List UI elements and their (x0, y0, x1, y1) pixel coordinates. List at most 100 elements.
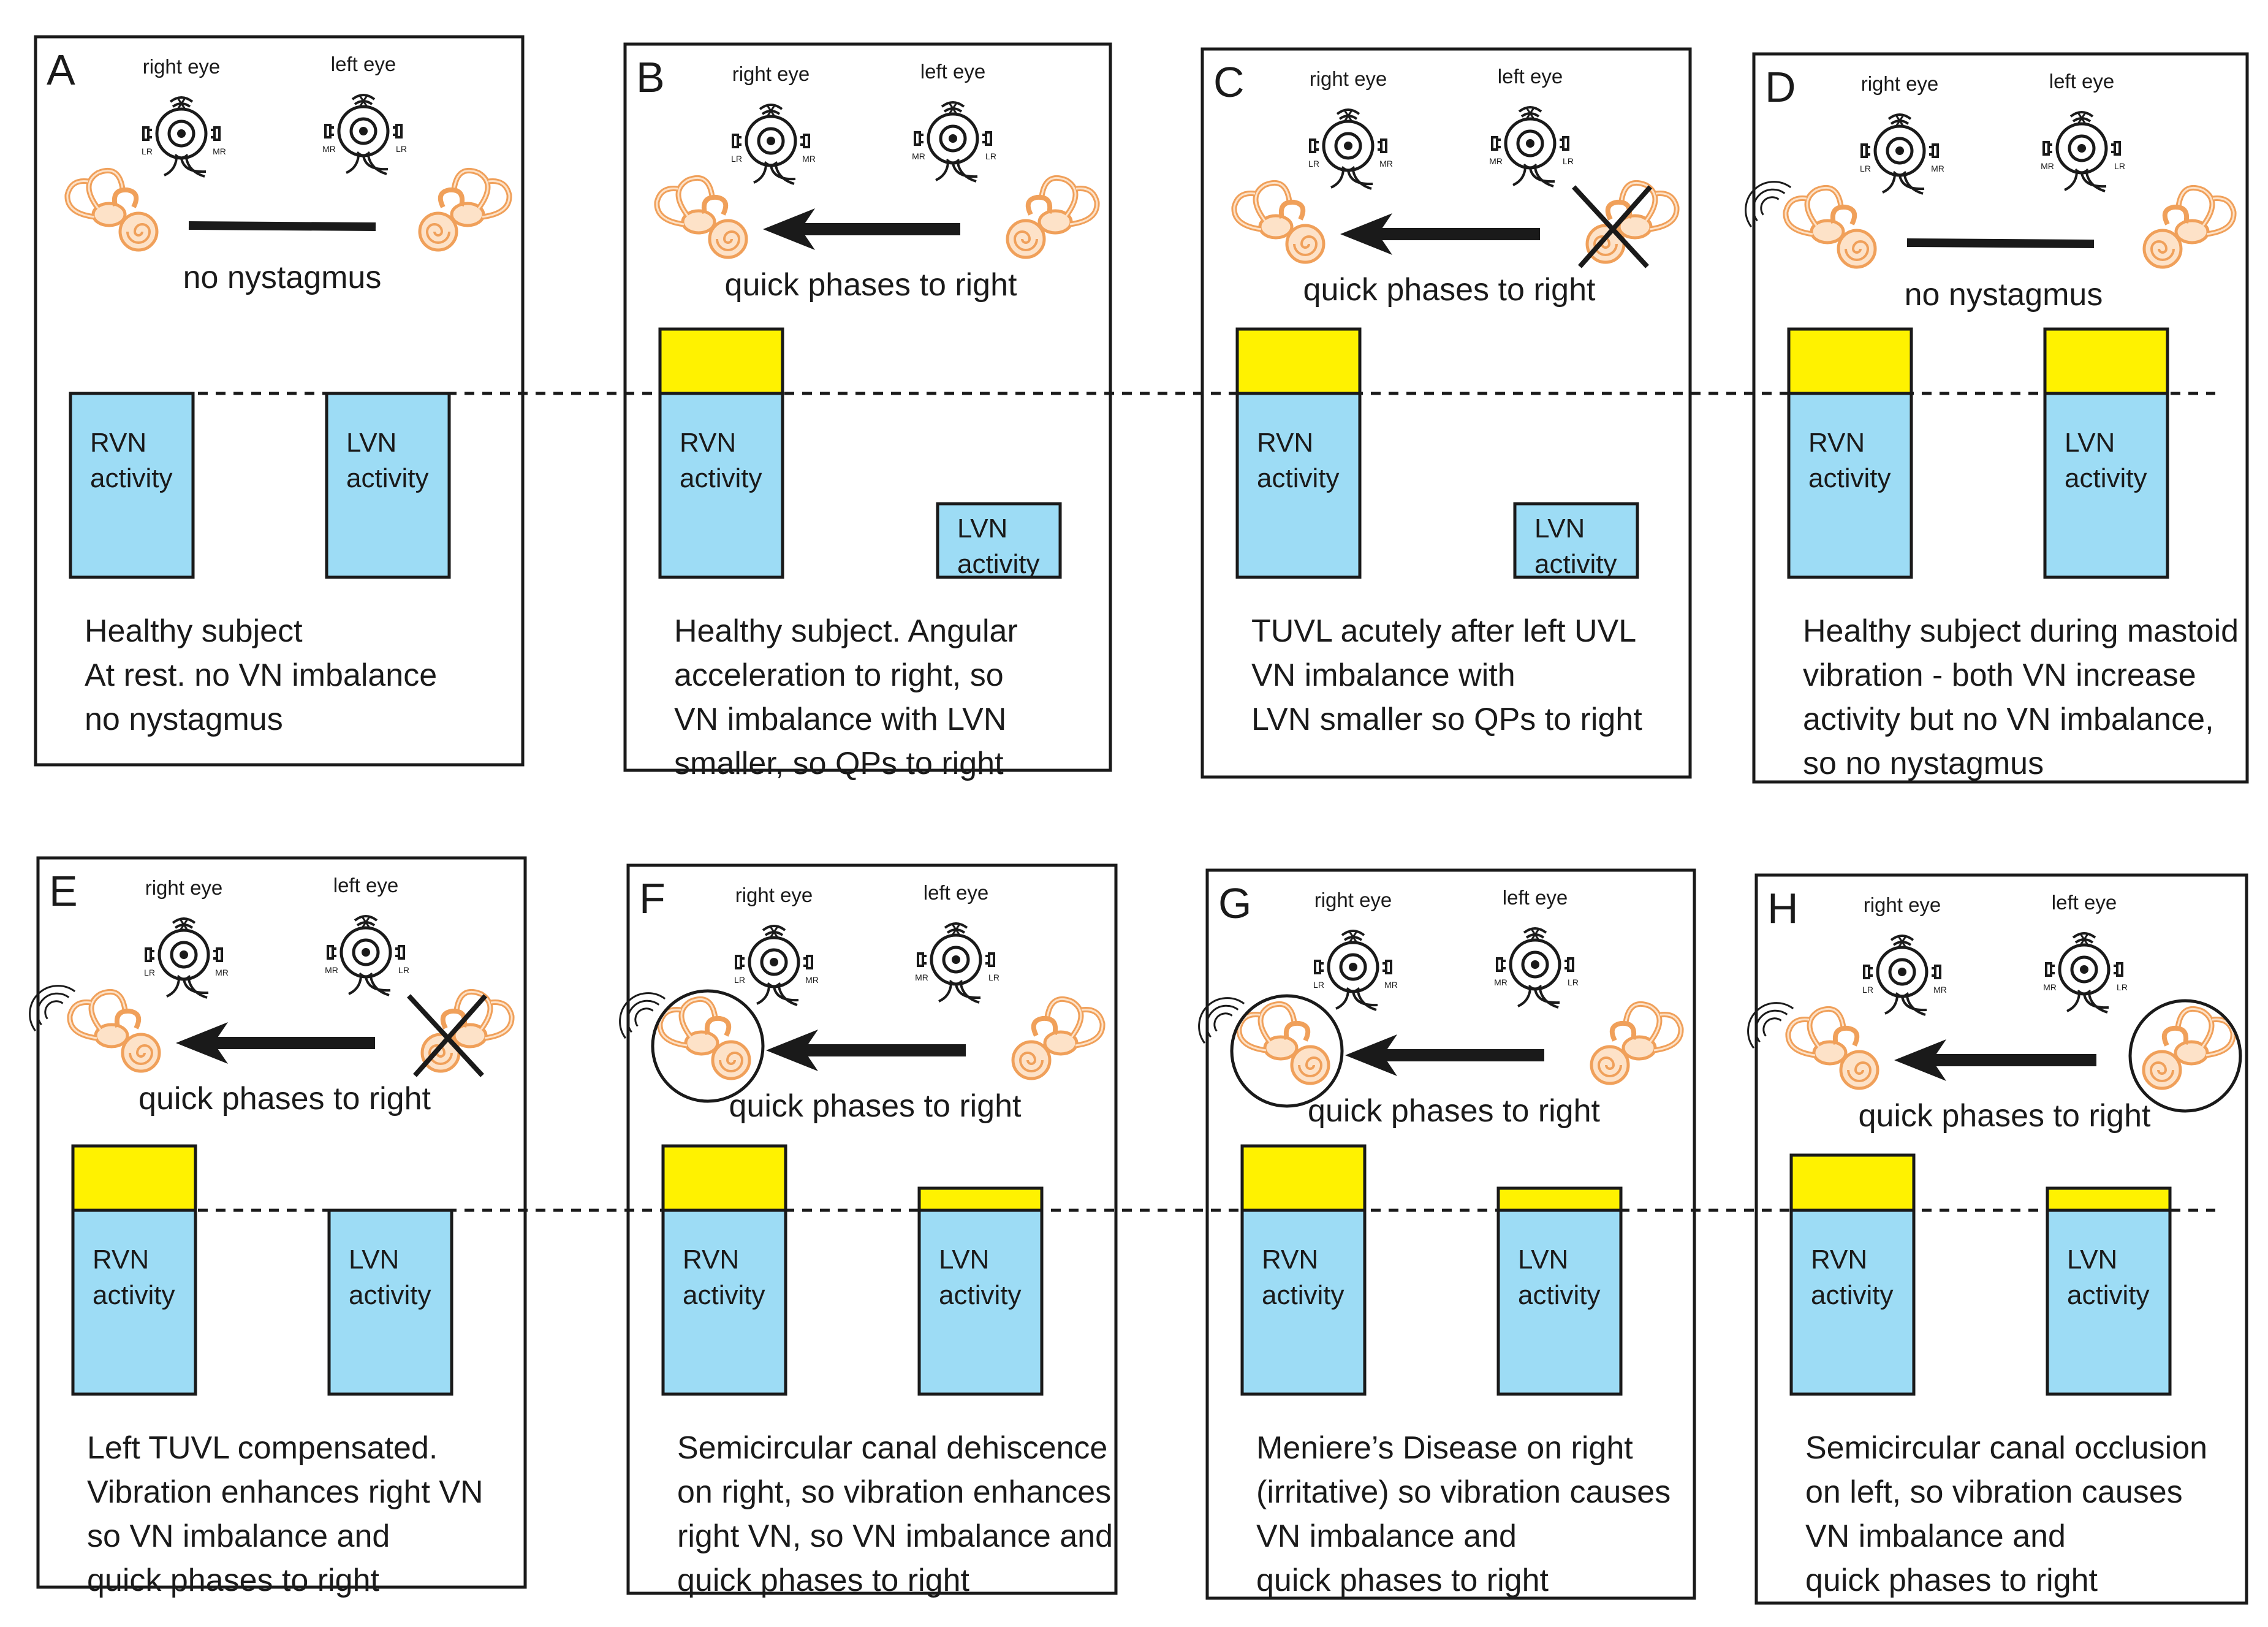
vibration-icon (29, 985, 76, 1032)
quick-phase-arrow-icon (1345, 1034, 1544, 1076)
optic-nerve (935, 162, 978, 183)
posterior-canal-inner (2205, 1018, 2234, 1056)
lvn-increase-bar (1496, 1186, 1623, 1212)
balance-line (1906, 238, 2095, 248)
muscle-label: MR (1379, 159, 1393, 169)
quick-phase-arrow-icon (1340, 213, 1540, 255)
lesion-cross (407, 994, 484, 1077)
nystagmus-label: no nystagmus (183, 260, 382, 295)
caption-line: Healthy subject during mastoid (1803, 613, 2239, 649)
inner-ear-icon (1585, 180, 1680, 264)
panel-letter: F (639, 874, 666, 922)
cochlea-spiral (1845, 240, 1870, 261)
posterior-canal-inner (66, 180, 95, 218)
muscle-label: MR (912, 151, 925, 161)
left-eye-label: left eye (924, 881, 988, 904)
lvn-label: LVN (1518, 1245, 1568, 1275)
muscle-label: LR (988, 973, 999, 982)
panel-letter: B (636, 53, 665, 101)
right-eye-label: right eye (145, 876, 223, 899)
anterior-canal-inner (677, 176, 713, 216)
caption-line: quick phases to right (87, 1563, 379, 1598)
cochlea (711, 1040, 751, 1080)
left-eye-label: left eye (1498, 65, 1563, 88)
inner-ear-icon (1785, 1006, 1879, 1090)
cochlea (1011, 1040, 1052, 1080)
rvn-increase-bar (661, 1144, 787, 1212)
muscle-label: LR (1313, 980, 1324, 990)
caption-line: on right, so vibration enhances (677, 1474, 1111, 1510)
lvn-activity-label: activity (349, 1280, 431, 1310)
quick-phase-arrow-icon (176, 1022, 375, 1064)
inferior-muscle (176, 974, 191, 980)
anterior-canal-inner (1259, 1003, 1295, 1042)
inner-ear-icon (1783, 184, 1877, 269)
cochlea (420, 1033, 461, 1073)
cochlea (2142, 1050, 2182, 1090)
inferior-muscle (1528, 984, 1542, 990)
panel-letter: D (1765, 63, 1796, 111)
cochlea-spiral (2149, 1061, 2174, 1082)
lateral-muscle (2042, 141, 2052, 156)
inner-ear-icon (67, 988, 161, 1073)
posterior-canal-inner (1075, 1008, 1104, 1047)
optic-nerve (166, 979, 209, 999)
vibration-icon (1747, 1002, 1794, 1049)
caption-line: smaller, so QPs to right (674, 746, 1004, 781)
lvn-activity-label: activity (939, 1280, 1021, 1310)
cochlea (708, 219, 748, 259)
inferior-muscle (1892, 170, 1907, 176)
panel-frame (1205, 868, 1696, 1600)
caption-line: Semicircular canal dehiscence (677, 1430, 1107, 1466)
muscle-label: LR (985, 151, 996, 161)
cochlea-spiral (1597, 1056, 1622, 1077)
caption-line: (irritative) so vibration causes (1256, 1474, 1671, 1510)
lvn-label: LVN (2067, 1245, 2117, 1275)
inner-ear-icon (1231, 180, 1326, 264)
rvn-increase-bar (658, 327, 784, 395)
caption-line: Healthy subject. Angular (674, 613, 1018, 649)
optic-nerve (1884, 996, 1927, 1016)
anterior-canal-inner (88, 169, 124, 209)
caption-line: so VN imbalance and (87, 1519, 390, 1554)
pupil (359, 127, 368, 135)
inner-ear-icon (1006, 175, 1100, 259)
lateral-muscle (917, 952, 927, 967)
optic-nerve (756, 986, 799, 1006)
caption-line: TUVL acutely after left UVL (1251, 613, 1636, 649)
optic-nerve (1335, 991, 1378, 1011)
medial-muscle (393, 124, 403, 138)
muscle-label: MR (2041, 161, 2054, 171)
rvn-activity-bar (69, 392, 195, 579)
muscle-label: LR (1563, 156, 1574, 166)
lvn-activity-bar (1496, 1208, 1623, 1396)
lvn-activity-label: activity (2067, 1280, 2149, 1310)
nystagmus-label: quick phases to right (1308, 1093, 1600, 1129)
nystagmus-label: quick phases to right (725, 267, 1017, 303)
muscle-line (176, 97, 186, 110)
lateral-canal (705, 1015, 732, 1037)
rvn-increase-bar (1787, 327, 1913, 395)
arrow-head (766, 1030, 818, 1071)
lateral-muscle (145, 947, 154, 962)
pupil (770, 958, 778, 966)
vibration-wave (1754, 1009, 1788, 1043)
muscle-line (1348, 931, 1358, 943)
caption-line: quick phases to right (1805, 1563, 2098, 1598)
medial-muscle (395, 945, 405, 960)
panel-frame (623, 42, 1112, 772)
pupil (2080, 965, 2088, 974)
inferior-muscle (949, 979, 963, 985)
vibration-wave (29, 985, 76, 1032)
medial-muscle (1564, 957, 1574, 972)
cochlea (121, 1033, 161, 1073)
cochlea (1837, 229, 1877, 269)
nystagmus-label: quick phases to right (138, 1081, 431, 1117)
quick-phase-arrow-icon (763, 208, 960, 250)
panel-frame (36, 856, 527, 1589)
caption-line: At rest. no VN imbalance (85, 658, 437, 693)
